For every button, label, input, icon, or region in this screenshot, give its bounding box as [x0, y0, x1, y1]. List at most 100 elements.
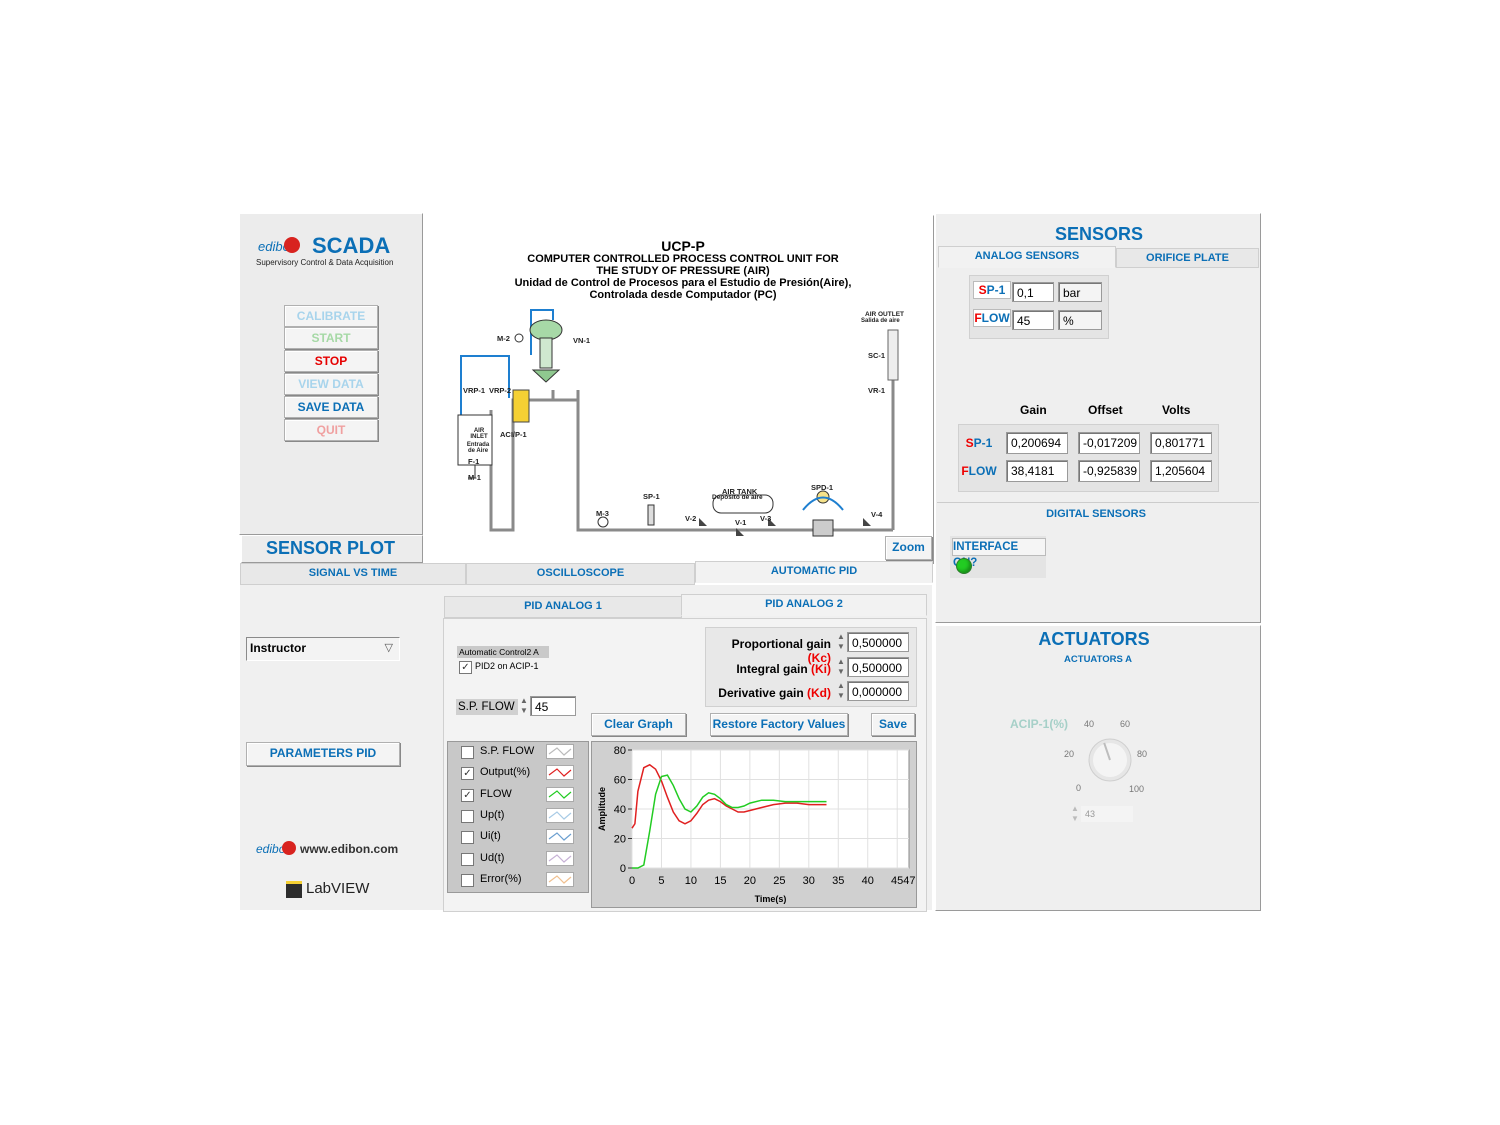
- parameters-pid-button[interactable]: PARAMETERS PID: [246, 742, 400, 766]
- auto-control-label: Automatic Control2 A: [457, 646, 549, 658]
- legend-label-2: FLOW: [480, 787, 512, 800]
- sp-flow-input[interactable]: 45: [530, 696, 576, 716]
- labview-text: LabVIEW: [306, 880, 370, 897]
- tab-pid-analog-2[interactable]: PID ANALOG 2: [681, 594, 927, 616]
- sp-flow-spinner[interactable]: ▲▼: [520, 696, 528, 715]
- scada-title: SCADA: [312, 233, 391, 258]
- save-button[interactable]: Save: [871, 713, 915, 736]
- ki-label: Integral gain (Ki): [736, 662, 831, 676]
- reading-unit-1: %: [1058, 310, 1102, 330]
- kd-spinner[interactable]: ▲▼: [837, 681, 845, 700]
- tab-automatic-pid[interactable]: AUTOMATIC PID: [695, 561, 933, 583]
- chart-xtick-0: 0: [629, 875, 635, 887]
- view-data-button[interactable]: VIEW DATA: [284, 373, 378, 395]
- quit-button[interactable]: QUIT: [284, 419, 378, 441]
- label-vrp2: VRP-2: [489, 386, 512, 395]
- kc-spinner[interactable]: ▲▼: [837, 632, 845, 651]
- cal-offset-0: -0,017209: [1078, 432, 1140, 454]
- restore-factory-button[interactable]: Restore Factory Values: [710, 713, 848, 736]
- kc-input[interactable]: 0,500000: [847, 632, 909, 652]
- chart-xtick-10: 47: [903, 875, 915, 887]
- legend-swatch-0: [546, 744, 574, 759]
- stop-button[interactable]: STOP: [284, 350, 378, 372]
- label-v4: V-4: [871, 510, 883, 519]
- kd-input[interactable]: 0,000000: [847, 681, 909, 701]
- zoom-button[interactable]: Zoom: [885, 536, 932, 560]
- legend-label-5: Ud(t): [480, 851, 505, 864]
- kd-suffix: (Kd): [807, 686, 831, 700]
- chart-series-output-: [631, 763, 827, 829]
- tab-analog-sensors[interactable]: ANALOG SENSORS: [938, 246, 1116, 268]
- legend-swatch-3: [546, 807, 574, 823]
- kd-label: Derivative gain (Kd): [718, 686, 831, 700]
- knob-value-spinner[interactable]: ▲▼: [1071, 804, 1079, 823]
- chart-ytick-2: 40: [614, 804, 626, 816]
- diagram-title-line4: Controlada desde Computador (PC): [589, 289, 777, 301]
- actuators-subtitle: ACTUATORS A: [1064, 654, 1132, 665]
- label-deposito: Depósito de aire: [712, 494, 763, 501]
- interface-led: [956, 558, 972, 574]
- diagram-title-line2: THE STUDY OF PRESSURE (AIR): [596, 265, 770, 277]
- actuators-title: ACTUATORS: [1038, 629, 1150, 649]
- legend-label-6: Error(%): [480, 872, 522, 885]
- sensor-plot-title: SENSOR PLOT: [266, 538, 396, 558]
- diagram-title-line1: COMPUTER CONTROLLED PROCESS CONTROL UNIT…: [527, 253, 839, 265]
- chart-xtick-9: 45: [891, 875, 903, 887]
- cal-header-volts: Volts: [1162, 403, 1191, 417]
- label-aci: ACI/P-1: [500, 430, 527, 439]
- legend-checkbox-5[interactable]: [461, 852, 474, 866]
- legend-swatch-2: [546, 786, 574, 802]
- chart-xtick-8: 40: [862, 875, 874, 887]
- chart-xtick-3: 15: [714, 875, 726, 887]
- user-select[interactable]: Instructor ▽: [246, 637, 400, 661]
- chart-xtick-1: 5: [658, 875, 664, 887]
- cal-row-name-0: SP-1: [965, 436, 993, 450]
- chevron-down-icon: ▽: [384, 642, 393, 654]
- edibon-logo-dot: [284, 237, 300, 253]
- cal-gain-0: 0,200694: [1006, 432, 1068, 454]
- tab-oscilloscope[interactable]: OSCILLOSCOPE: [466, 563, 695, 585]
- pid2-checkbox[interactable]: ✓: [459, 661, 472, 674]
- legend-checkbox-4[interactable]: [461, 831, 474, 845]
- knob-tick-100: 100: [1129, 784, 1145, 794]
- piping-diagram: [457, 309, 899, 537]
- reading-name-1: FLOW: [973, 309, 1011, 327]
- knob-tick-60: 60: [1120, 719, 1131, 729]
- sensor-plot-header: [241, 535, 423, 563]
- ki-spinner[interactable]: ▲▼: [837, 657, 845, 676]
- diagram-title: UCP-P: [661, 238, 705, 254]
- acip1-knob[interactable]: [1078, 728, 1144, 794]
- user-select-value: Instructor: [250, 641, 307, 655]
- knob-tick-0: 0: [1076, 783, 1082, 793]
- edibon-footer-logo: edibon www.edibon.com: [256, 838, 408, 862]
- clear-graph-button[interactable]: Clear Graph: [591, 713, 686, 736]
- label-entrada: Entrada de Aire: [466, 442, 490, 454]
- legend-checkbox-3[interactable]: [461, 809, 474, 823]
- label-air-inlet: AIR INLET: [470, 428, 488, 440]
- label-v1: V-1: [735, 518, 747, 527]
- tab-orifice-plate[interactable]: ORIFICE PLATE: [1116, 248, 1259, 268]
- legend-checkbox-0[interactable]: [461, 746, 474, 759]
- kc-suffix: (Kc): [807, 651, 831, 665]
- scada-subtitle: Supervisory Control & Data Acquisition: [256, 258, 394, 267]
- ki-input[interactable]: 0,500000: [847, 657, 909, 677]
- chart-xlabel: Time(s): [755, 894, 787, 904]
- reading-value-1: 45: [1012, 310, 1054, 330]
- start-button[interactable]: START: [284, 327, 378, 349]
- calibrate-button[interactable]: CALIBRATE: [284, 305, 378, 327]
- tab-pid-analog-1[interactable]: PID ANALOG 1: [444, 596, 682, 618]
- cal-volts-0: 0,801771: [1150, 432, 1212, 454]
- knob-value-input[interactable]: 43: [1081, 806, 1133, 822]
- legend-label-1: Output(%): [480, 766, 531, 779]
- legend-swatch-5: [546, 850, 574, 866]
- save-data-button[interactable]: SAVE DATA: [284, 396, 378, 418]
- legend-checkbox-2[interactable]: ✓: [461, 788, 474, 802]
- knob-tick-20: 20: [1064, 749, 1075, 759]
- tab-signal-vs-time[interactable]: SIGNAL VS TIME: [240, 563, 466, 585]
- website-link[interactable]: www.edibon.com: [300, 842, 399, 856]
- legend-label-3: Up(t): [480, 808, 505, 821]
- cal-gain-1: 38,4181: [1006, 460, 1068, 482]
- label-v3: V-3: [760, 514, 772, 523]
- legend-checkbox-6[interactable]: [461, 873, 474, 887]
- legend-checkbox-1[interactable]: ✓: [461, 767, 474, 781]
